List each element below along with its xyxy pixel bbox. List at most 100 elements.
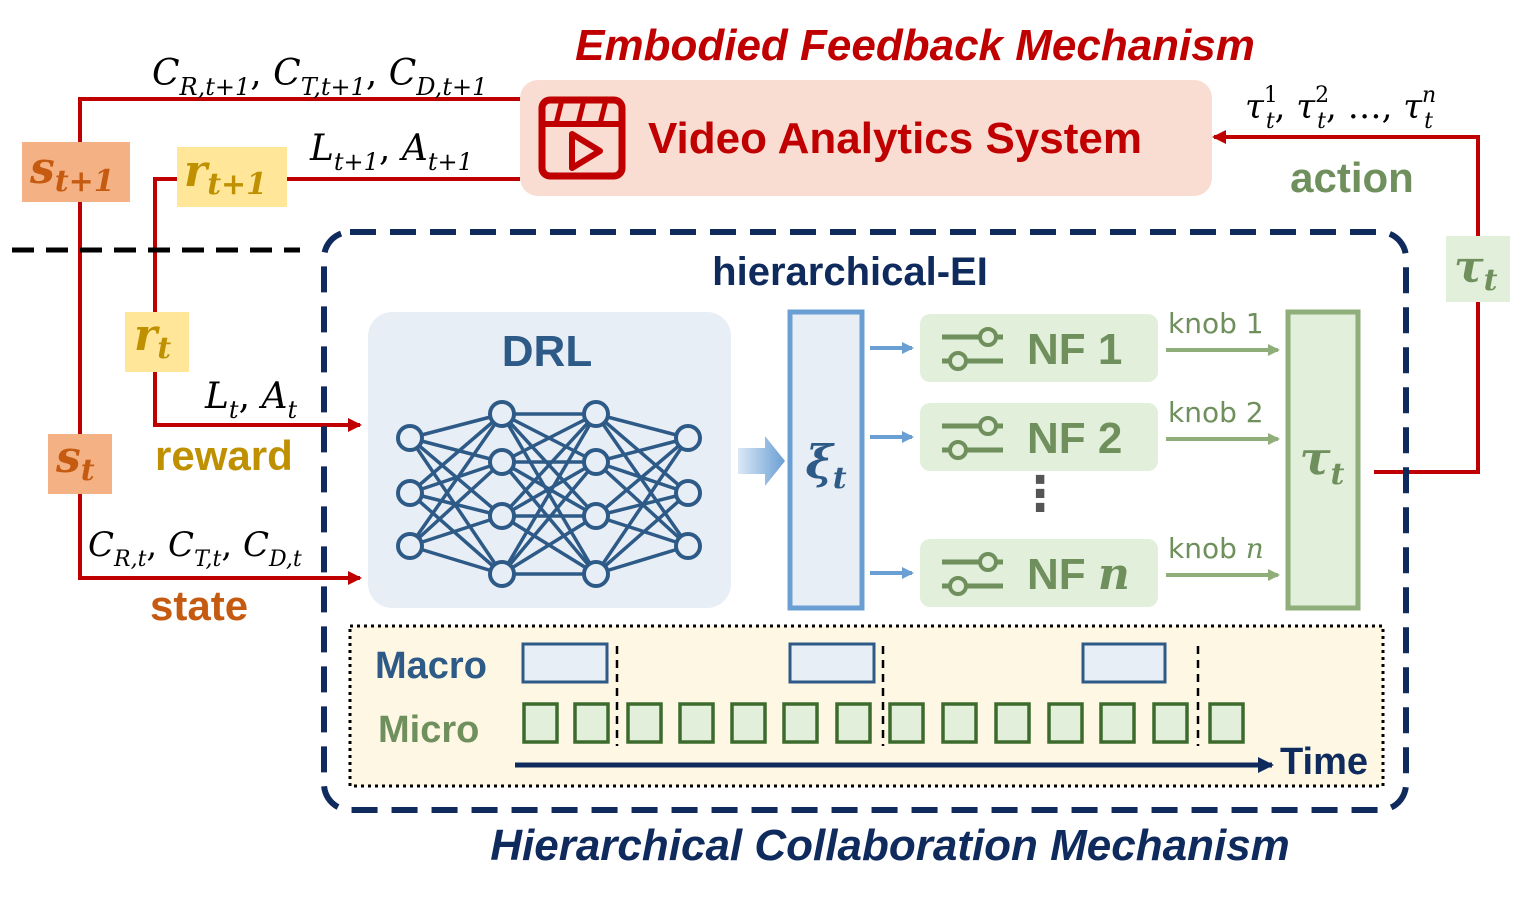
micro-block xyxy=(573,702,610,744)
macro-block xyxy=(788,642,876,684)
nn-edge xyxy=(595,514,689,548)
nn-edge xyxy=(594,436,690,518)
hierarchical-ei-title: hierarchical-EI xyxy=(712,250,988,294)
nn-edge xyxy=(409,412,503,440)
micro-block xyxy=(626,702,663,744)
micro-label: Micro xyxy=(378,709,479,751)
nn-node xyxy=(582,448,610,476)
nn-edge xyxy=(501,514,597,576)
nn-node xyxy=(582,560,610,588)
svg-text:τt: τt xyxy=(1454,242,1498,298)
badge-r-next: rt+1 xyxy=(177,146,287,207)
time-label: Time xyxy=(1280,741,1368,783)
nn-edge xyxy=(595,544,689,576)
nf-label: NF n xyxy=(1027,549,1130,600)
nn-node xyxy=(488,448,516,476)
badge-s-cur: st xyxy=(48,432,112,494)
svg-text:st: st xyxy=(55,432,95,488)
badge-r-cur: rt xyxy=(125,310,189,372)
nn-node xyxy=(674,532,702,560)
nn-edge xyxy=(595,412,689,440)
micro-block xyxy=(994,702,1031,744)
nn-edge xyxy=(594,437,690,575)
macro-label: Macro xyxy=(375,645,487,687)
drl-to-xi-arrow xyxy=(738,436,785,486)
micro-block xyxy=(941,702,978,744)
nn-edge xyxy=(408,491,504,576)
slider-icon xyxy=(942,552,1003,596)
micro-block xyxy=(678,702,715,744)
knob-label: knob 2 xyxy=(1168,396,1264,429)
knob-label: knob n xyxy=(1168,532,1264,565)
slider-icon xyxy=(942,327,1003,371)
macro-block xyxy=(1081,642,1167,684)
nn-node xyxy=(396,479,424,507)
nf-label: NF 2 xyxy=(1027,414,1122,463)
badge-tau-right: τt xyxy=(1446,236,1510,302)
nn-node xyxy=(488,560,516,588)
nn-edge xyxy=(500,413,598,575)
nn-edge xyxy=(501,412,597,464)
state-label: state xyxy=(150,582,248,629)
video-player-icon xyxy=(538,96,626,180)
nf-row: NF 1 knob 1 xyxy=(870,307,1280,382)
xi-label: ξt xyxy=(805,435,846,496)
micro-block xyxy=(782,702,819,744)
hierarchical-ei-container xyxy=(321,229,1409,813)
micro-block xyxy=(835,702,872,744)
action-label: action xyxy=(1290,154,1414,201)
svg-text:rt: rt xyxy=(134,310,171,366)
nn-edge xyxy=(500,412,598,518)
reward-label: reward xyxy=(155,432,293,479)
nn-edge xyxy=(594,412,690,495)
l-next-formula: Lt+1, At+1 xyxy=(309,128,473,176)
neural-network-icon xyxy=(396,400,702,588)
nn-node xyxy=(396,532,424,560)
drl-label: DRL xyxy=(502,327,592,376)
micro-block xyxy=(1047,702,1084,744)
nf-ellipsis: ⋮ xyxy=(1016,468,1064,521)
nn-node xyxy=(674,479,702,507)
c-next-formula: CR,t+1, CT,t+1, CD,t+1 xyxy=(152,53,487,101)
nf-box xyxy=(920,403,1158,471)
tau-box-label: τt xyxy=(1300,431,1345,492)
state-feedback-line xyxy=(78,97,520,585)
nn-node xyxy=(582,502,610,530)
nn-edge xyxy=(408,412,504,495)
nn-edge xyxy=(594,491,690,576)
nf-row: NF n knob n xyxy=(870,532,1280,607)
hierarchical-collaboration-title: Hierarchical Collaboration Mechanism xyxy=(490,821,1290,870)
nn-edge xyxy=(409,514,503,548)
nn-edge xyxy=(409,436,503,464)
l-cur-formula: Lt, At xyxy=(204,376,297,424)
nn-edge xyxy=(594,412,690,548)
nf-row: NF 2 knob 2 xyxy=(870,396,1280,471)
badge-s-next: st+1 xyxy=(22,142,130,202)
nf-box xyxy=(920,314,1158,382)
timeline-blocks xyxy=(521,642,1245,746)
nn-edge xyxy=(501,460,597,518)
knob-label: knob 1 xyxy=(1168,307,1264,340)
reward-feedback-line xyxy=(153,177,520,432)
nf-label: NF 1 xyxy=(1027,325,1122,374)
slider-icon xyxy=(942,416,1003,460)
nf-box xyxy=(920,539,1158,607)
micro-block xyxy=(522,702,559,744)
nn-node xyxy=(488,502,516,530)
nn-edge xyxy=(595,436,689,464)
tau-box xyxy=(1285,309,1361,611)
micro-block xyxy=(888,702,925,744)
micro-block xyxy=(1152,702,1189,744)
micro-block xyxy=(1099,702,1136,744)
svg-text:rt+1: rt+1 xyxy=(184,146,267,202)
c-cur-formula: CR,t, CT,t, CD,t xyxy=(88,525,302,572)
macro-block xyxy=(521,642,609,684)
vas-box xyxy=(520,80,1212,196)
nn-node xyxy=(396,424,424,452)
nn-node xyxy=(488,400,516,428)
nn-edge xyxy=(409,544,503,576)
nn-node xyxy=(582,400,610,428)
